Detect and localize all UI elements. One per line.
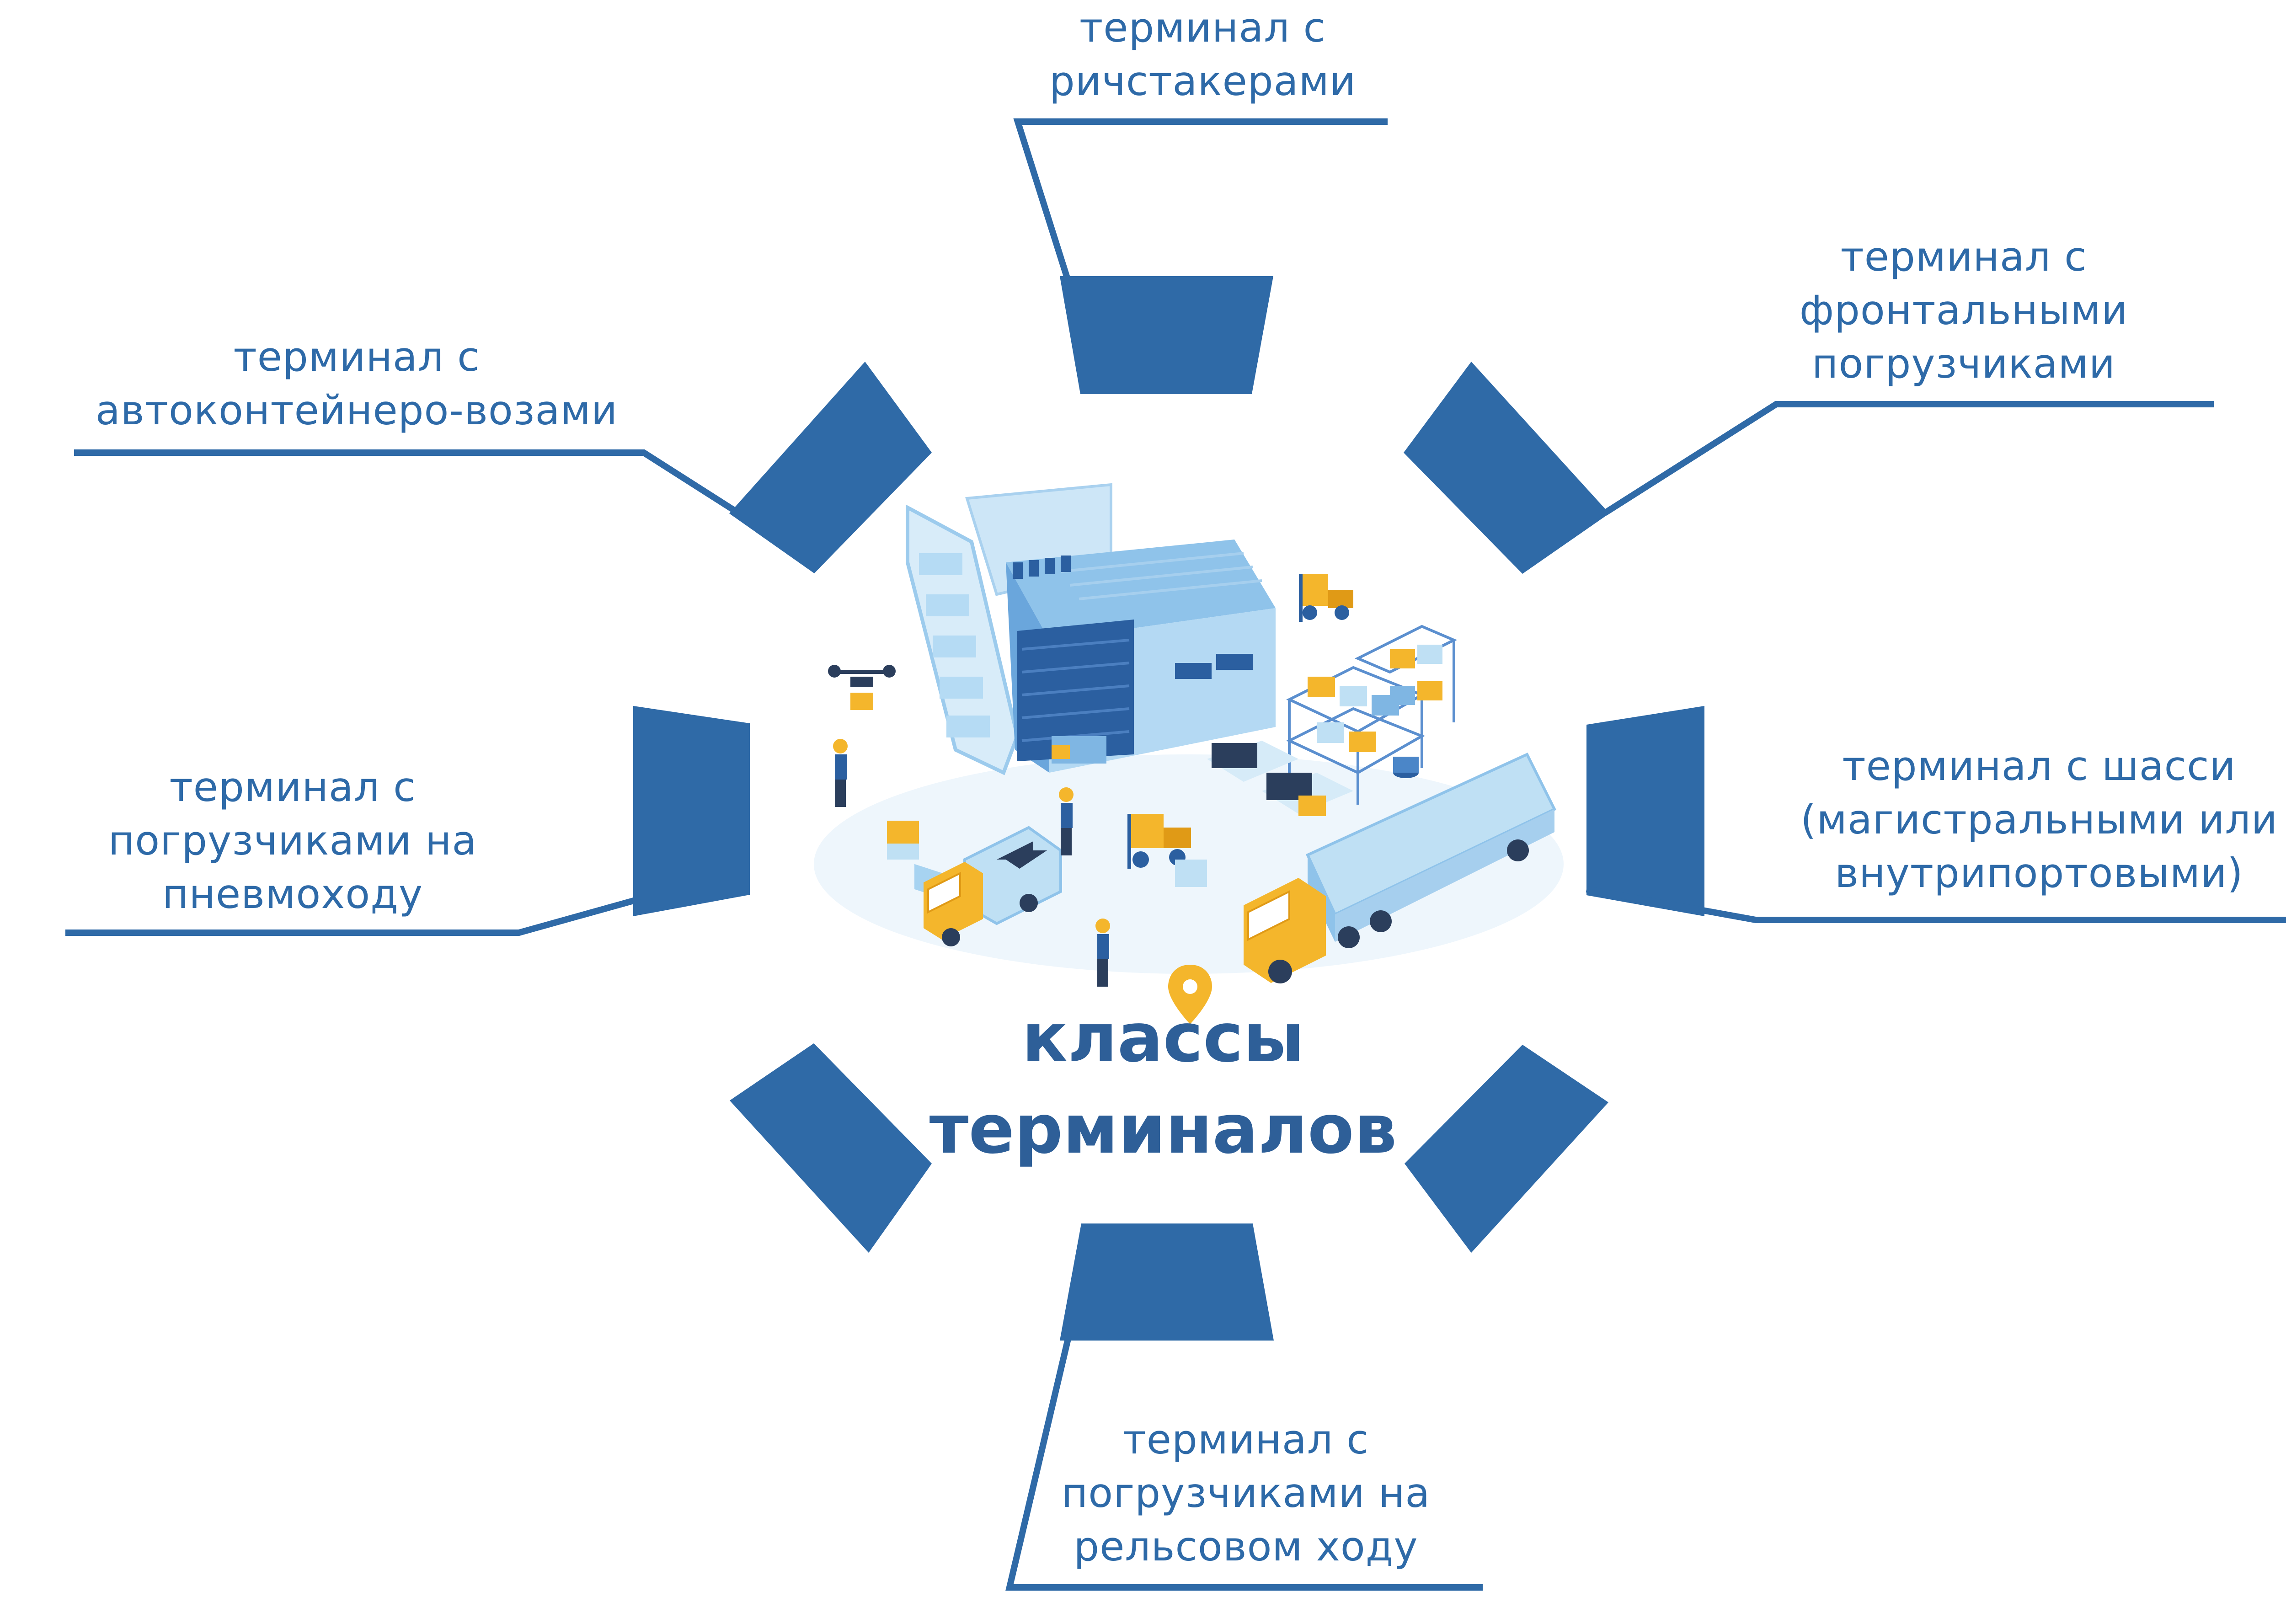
- ring-segment-top: [1060, 276, 1273, 394]
- delivery-truck-icon: [924, 826, 1062, 946]
- warehouse-building-icon: [965, 483, 1276, 773]
- label-line: автоконтейнеро-возами: [95, 387, 618, 434]
- forklift-icon: [1299, 574, 1353, 622]
- label-line: терминал с: [1079, 4, 1326, 51]
- label-line: внутрипортовыми): [1835, 849, 2243, 897]
- label-rail-terminal: терминал с погрузчиками на рельсовом ход…: [1029, 1413, 1463, 1573]
- label-truck-terminal: терминал с автоконтейнеро-возами: [69, 330, 645, 437]
- leader-line-chassis: [1586, 886, 2286, 923]
- label-line: (магистральными или: [1800, 796, 2278, 843]
- ring-segment-left: [633, 706, 750, 916]
- label-frontloader-terminal: терминал с фронтальными погрузчиками: [1774, 230, 2153, 390]
- ring-segment-top-right: [1404, 362, 1609, 574]
- leader-line-frontloader: [1603, 401, 2214, 516]
- label-line: погрузчиками: [1811, 340, 2116, 387]
- leader-line-pneumatic: [65, 896, 641, 936]
- ring-segment-bottom-right: [1405, 1045, 1608, 1253]
- diagram-title: классы терминалов: [843, 992, 1483, 1175]
- label-line: терминал с: [169, 764, 416, 811]
- label-line: рельсовом ходу: [1074, 1523, 1418, 1570]
- smartphone-icon: [906, 504, 1020, 905]
- worker-icons: [833, 739, 1110, 987]
- title-line-1: классы: [1021, 999, 1304, 1077]
- ring-segment-bottom-left: [730, 1043, 932, 1253]
- title-line-2: терминалов: [929, 1090, 1397, 1169]
- label-reachstacker-terminal: терминал с ричстакерами: [1018, 1, 1388, 108]
- label-line: терминал с: [233, 333, 480, 380]
- ring-segment-bottom: [1060, 1223, 1274, 1341]
- leader-line-rail: [1005, 1334, 1483, 1591]
- label-line: погрузчиками на: [108, 817, 477, 864]
- semi-truck-icon: [1244, 753, 1557, 983]
- label-chassis-terminal: терминал с шасси (магистральными или вну…: [1760, 739, 2286, 900]
- label-line: терминал с: [1122, 1416, 1369, 1463]
- label-line: терминал с шасси: [1842, 743, 2236, 790]
- label-pneumatic-terminal: терминал с погрузчиками на пневмоходу: [69, 760, 517, 921]
- ring-segments: [633, 276, 1704, 1341]
- forklift-small-icon: [1127, 814, 1207, 887]
- parcel-icon: [887, 821, 919, 860]
- leader-line-reachstacker: [1013, 118, 1388, 285]
- drone-icon: [828, 665, 896, 710]
- location-pin-icon: [1168, 965, 1212, 1024]
- label-line: ричстакерами: [1049, 58, 1357, 105]
- rack-boxes: [1308, 645, 1442, 778]
- ring-segment-right: [1586, 706, 1704, 916]
- label-line: погрузчиками на: [1061, 1469, 1431, 1517]
- ring-segment-top-left: [729, 362, 932, 573]
- label-line: фронтальными: [1799, 287, 2128, 334]
- leader-line-truck: [74, 449, 739, 515]
- logistics-warehouse-illustration: [814, 483, 1564, 1024]
- leader-lines: [65, 118, 2286, 1591]
- pallet-boxes-icon: [1052, 736, 1353, 816]
- label-line: терминал с: [1840, 233, 2087, 280]
- label-line: пневмоходу: [162, 871, 423, 918]
